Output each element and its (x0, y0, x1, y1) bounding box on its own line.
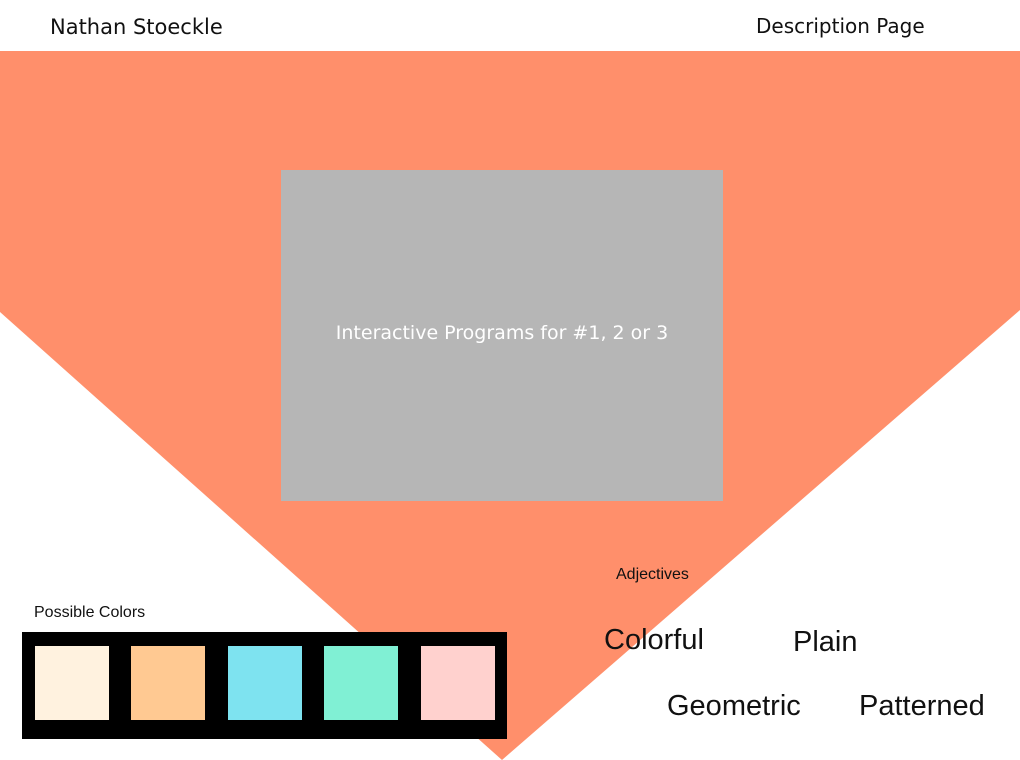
adjectives-label: Adjectives (616, 566, 689, 583)
color-swatch-strip (22, 632, 507, 739)
possible-colors-label: Possible Colors (34, 604, 146, 621)
color-swatch-blush-pink[interactable] (421, 646, 495, 720)
color-swatch-peach[interactable] (131, 646, 205, 720)
author-name: Nathan Stoeckle (50, 15, 223, 39)
program-placeholder-label: Interactive Programs for #1, 2 or 3 (335, 321, 669, 344)
adjective-patterned[interactable]: Patterned (859, 690, 985, 722)
description-page-link[interactable]: Description Page (756, 14, 925, 38)
color-swatch-cream[interactable] (35, 646, 109, 720)
color-swatch-sky-blue[interactable] (228, 646, 302, 720)
interactive-program-placeholder[interactable]: Interactive Programs for #1, 2 or 3 (281, 170, 723, 501)
color-swatch-mint[interactable] (324, 646, 398, 720)
adjective-colorful[interactable]: Colorful (604, 624, 704, 656)
adjective-plain[interactable]: Plain (793, 626, 858, 658)
adjective-geometric[interactable]: Geometric (667, 690, 801, 722)
